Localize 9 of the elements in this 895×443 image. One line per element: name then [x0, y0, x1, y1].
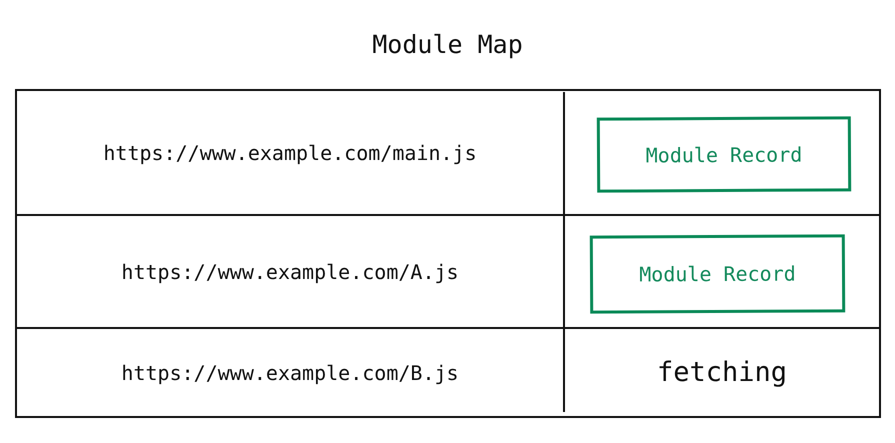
record-box [596, 116, 852, 193]
diagram-title: Module Map [371, 30, 524, 59]
url-text: https://www.example.com/B.js [121, 360, 459, 384]
url-text: https://www.example.com/main.js [103, 140, 477, 164]
status-text: fetching [656, 357, 788, 388]
url-text: https://www.example.com/A.js [121, 260, 459, 284]
record-box [590, 234, 846, 314]
record-label: Module Record [646, 142, 802, 167]
record-label: Module Record [639, 262, 796, 286]
